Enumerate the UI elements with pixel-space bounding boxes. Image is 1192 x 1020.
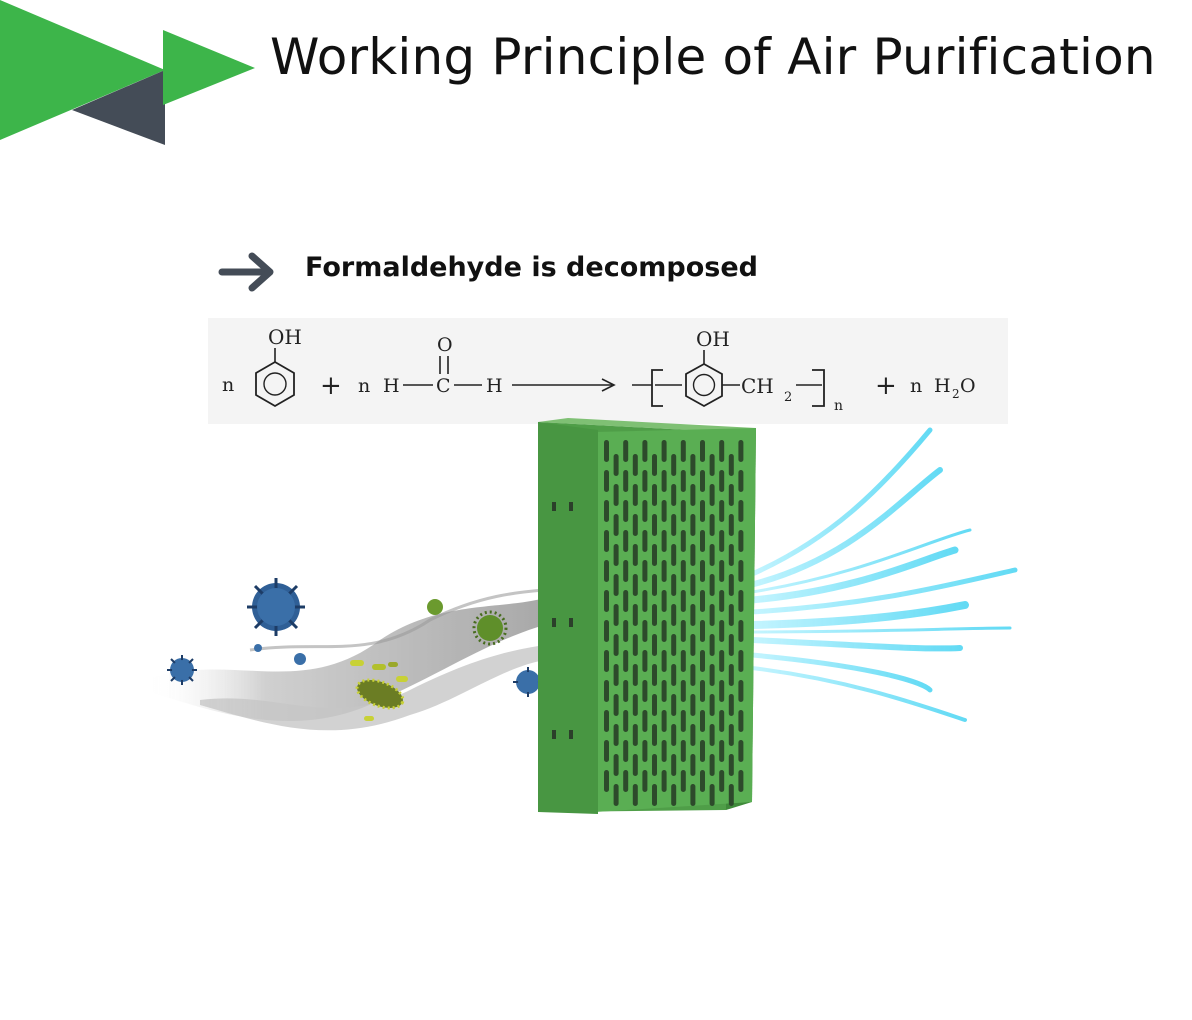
repeat-n: n	[834, 398, 843, 414]
coef-n-1: n	[222, 374, 234, 396]
polluted-air-stream	[145, 588, 546, 731]
c-center: C	[436, 375, 451, 397]
page-title: Working Principle of Air Purification	[270, 28, 1156, 86]
green-triangle-left	[0, 0, 165, 140]
virus-icon-large	[247, 578, 305, 636]
o-top: O	[437, 334, 453, 356]
filter-panel	[538, 418, 756, 814]
air-filter-illustration	[145, 418, 1018, 814]
coef-n-3: n	[910, 375, 922, 397]
section-label: Formaldehyde is decomposed	[305, 252, 758, 283]
filter-side-holes	[552, 502, 573, 739]
ch2-subscript: 2	[784, 390, 792, 405]
filter-slots	[604, 440, 744, 806]
virus-icon-near-filter	[513, 667, 543, 697]
oh-group-1: OH	[268, 325, 302, 349]
header-triangles	[0, 0, 255, 145]
water-h: H	[934, 375, 951, 397]
benzene-ring-1	[255, 360, 295, 408]
plus-1: +	[320, 371, 342, 401]
slate-triangle	[72, 70, 165, 145]
h-left: H	[383, 375, 400, 397]
virus-icon-tiny-2	[254, 644, 262, 652]
bracket-left	[651, 369, 663, 407]
virus-icon-small-left	[167, 655, 197, 685]
benzene-ring-2	[685, 362, 723, 408]
green-triangle-right	[163, 30, 255, 105]
water-o: O	[960, 375, 976, 397]
virus-icon-tiny	[294, 653, 306, 665]
coef-n-2: n	[358, 375, 370, 397]
arrow-right-icon	[218, 252, 274, 292]
ch2-chain: CH	[741, 374, 774, 398]
plus-2: +	[875, 371, 897, 401]
reaction-equation: n OH + n H C O H OH CH 2 n + n H 2 O	[208, 318, 1008, 424]
clean-air-beams	[747, 427, 1018, 722]
bacteria-icon-green	[427, 599, 508, 646]
water-subscript: 2	[952, 387, 960, 401]
mold-spores-icon	[350, 660, 408, 721]
h-right: H	[486, 375, 503, 397]
oh-group-2: OH	[696, 327, 730, 351]
bracket-right	[812, 369, 825, 407]
